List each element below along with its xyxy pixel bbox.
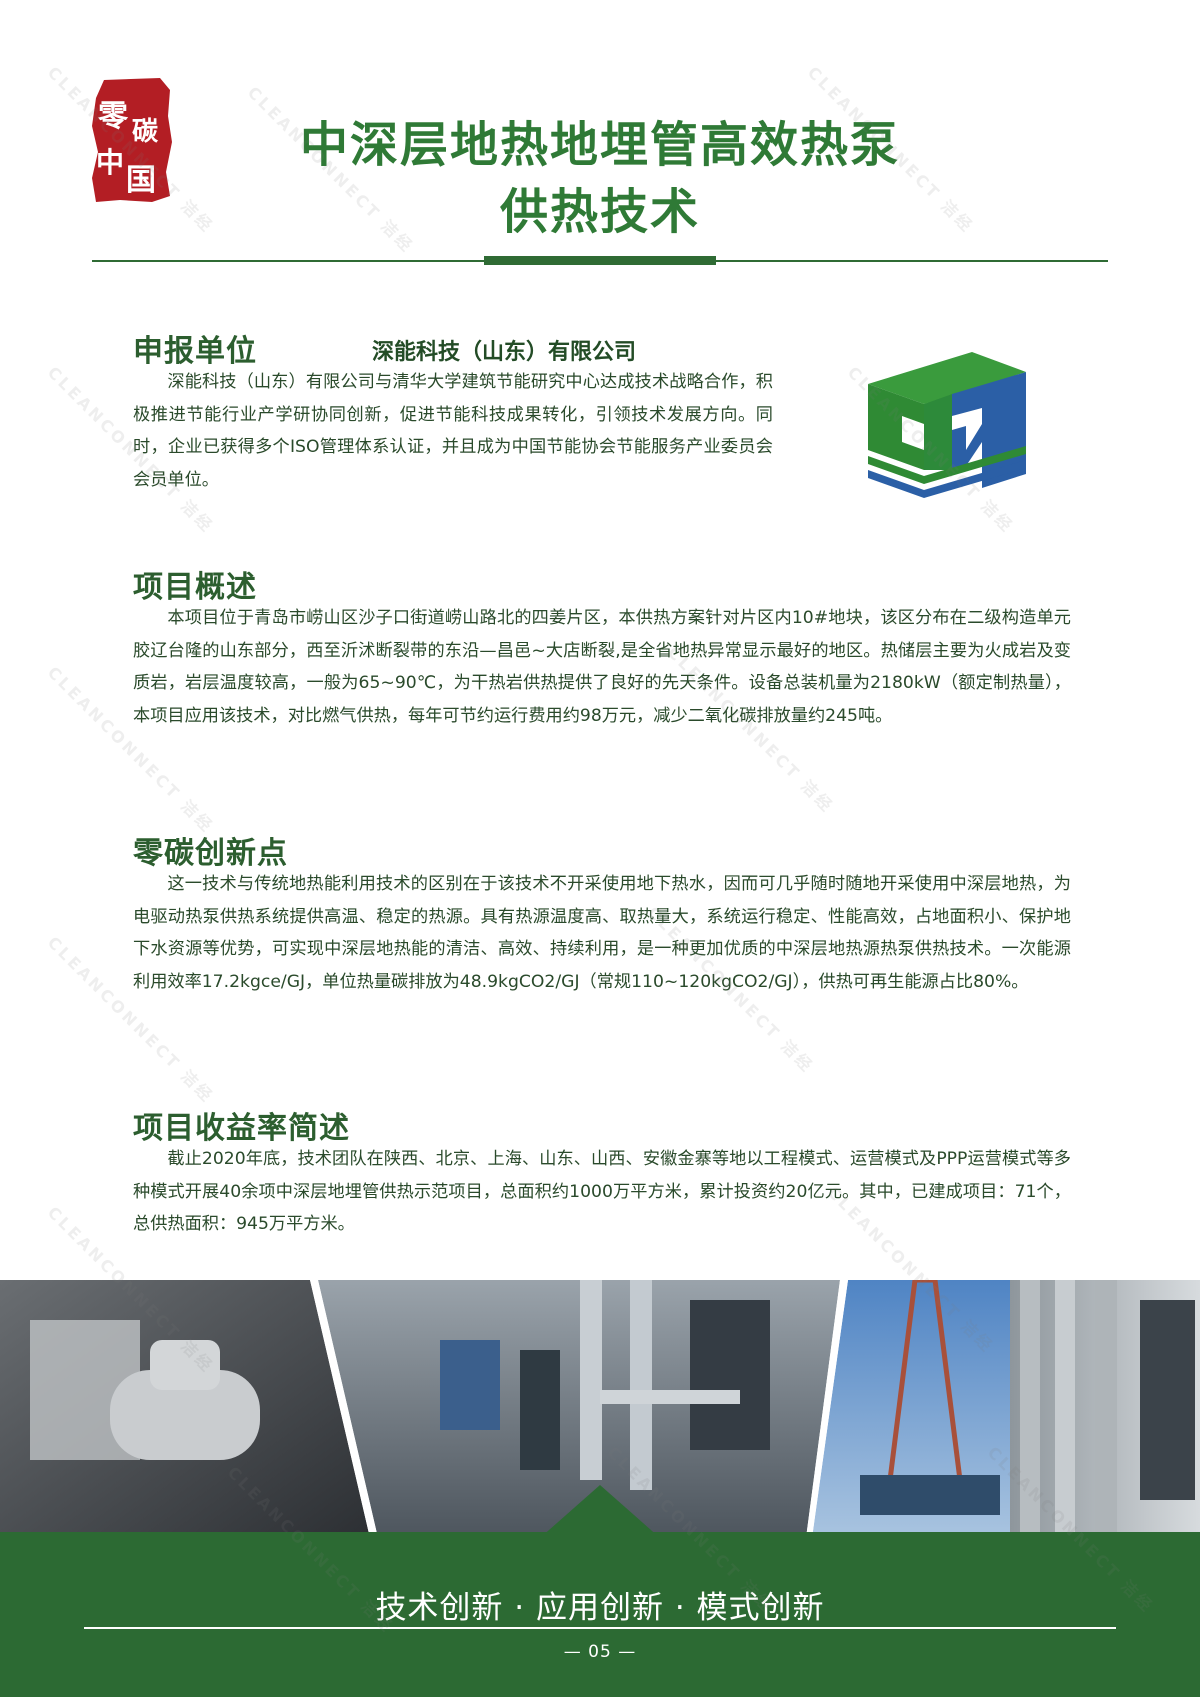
- page-title-line-1: 中深层地热地埋管高效热泵: [299, 117, 900, 173]
- footer-slogan: 技术创新 · 应用创新 · 模式创新: [375, 1590, 825, 1626]
- page-number: — 05 —: [563, 1642, 637, 1662]
- project-photo-strip: [0, 1280, 1200, 1538]
- section-heading-returns: 项目收益率简述: [133, 1111, 350, 1146]
- svg-text:中: 中: [96, 146, 124, 179]
- seal-logo: 零 碳 中 国: [92, 78, 172, 202]
- title-divider-accent: [484, 256, 716, 265]
- svg-text:碳: 碳: [132, 117, 159, 147]
- innovation-paragraph: 这一技术与传统地热能利用技术的区别在于该技术不开采使用地下热水，因而可几乎随时随…: [133, 874, 1071, 992]
- applicant-description: 深能科技（山东）有限公司与清华大学建筑节能研究中心达成技术战略合作，积极推进节能…: [133, 372, 773, 490]
- footer-divider: [84, 1627, 1116, 1629]
- applicant-company-name: 深能科技（山东）有限公司: [372, 340, 637, 365]
- returns-paragraph: 截止2020年底，技术团队在陕西、北京、上海、山东、山西、安徽金寨等地以工程模式…: [133, 1149, 1071, 1234]
- company-logo: [868, 352, 1026, 498]
- section-heading-applicant: 申报单位: [133, 334, 257, 369]
- section-heading-innovation: 零碳创新点: [133, 836, 288, 871]
- svg-text:零: 零: [98, 99, 129, 134]
- page-title-line-2: 供热技术: [499, 184, 700, 240]
- section-heading-overview: 项目概述: [133, 570, 257, 605]
- footer-band: [0, 1532, 1200, 1697]
- svg-text:国: 国: [126, 163, 156, 198]
- overview-paragraph: 本项目位于青岛市崂山区沙子口街道崂山路北的四姜片区，本供热方案针对片区内10#地…: [133, 608, 1071, 726]
